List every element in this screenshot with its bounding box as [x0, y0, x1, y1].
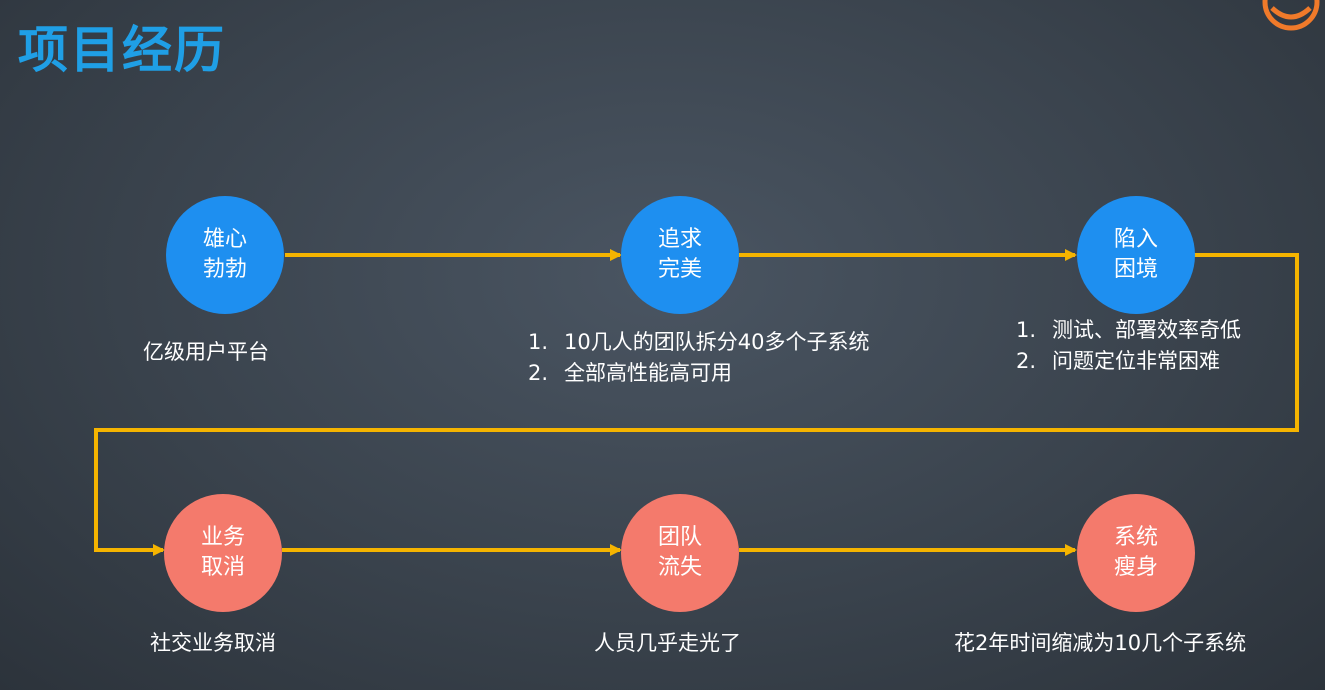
stage-node-perfection: 追求 完美	[621, 196, 739, 314]
list-text: 10几人的团队拆分40多个子系统	[564, 330, 870, 354]
list-text: 问题定位非常困难	[1052, 349, 1220, 373]
list-text: 全部高性能高可用	[564, 361, 732, 385]
caption-list-item: 1. 测试、部署效率奇低	[1016, 315, 1241, 346]
stage-node-label: 团队	[657, 525, 702, 550]
list-number: 1.	[1016, 318, 1037, 342]
stage-caption-slimming: 花2年时间缩减为10几个子系统	[954, 631, 1247, 655]
stage-caption-business-cancelled: 社交业务取消	[150, 631, 276, 655]
stage-node-label: 困境	[1113, 257, 1158, 282]
stage-node-business-cancelled: 业务 取消	[164, 494, 282, 612]
page-title: 项目经历	[18, 21, 226, 79]
stage-node-team-loss: 团队 流失	[621, 494, 739, 612]
connector-3-4	[94, 253, 1299, 556]
stage-node-label: 业务	[200, 525, 245, 550]
list-number: 2.	[1016, 349, 1037, 373]
stage-node-label: 陷入	[1113, 227, 1158, 252]
caption-list-item: 1. 10几人的团队拆分40多个子系统	[528, 327, 869, 358]
stage-node-label: 雄心	[202, 227, 247, 252]
stage-node-label: 系统	[1113, 525, 1158, 550]
stage-node-trouble: 陷入 困境	[1077, 196, 1195, 314]
stage-node-label: 勃勃	[202, 257, 247, 282]
stage-node-label: 完美	[657, 257, 702, 282]
stage-caption-perfection: 1. 10几人的团队拆分40多个子系统 2. 全部高性能高可用	[528, 327, 869, 389]
caption-list-item: 2. 全部高性能高可用	[528, 358, 869, 389]
stage-caption-trouble: 1. 测试、部署效率奇低 2. 问题定位非常困难	[1016, 315, 1241, 377]
stage-node-ambition: 雄心 勃勃	[166, 196, 284, 314]
stage-caption-team-loss: 人员几乎走光了	[594, 631, 741, 655]
stage-caption-ambition: 亿级用户平台	[143, 340, 269, 364]
stage-node-label: 追求	[657, 227, 702, 252]
list-text: 测试、部署效率奇低	[1052, 318, 1241, 342]
stage-node-label: 流失	[657, 555, 702, 580]
brand-logo-icon	[1262, 0, 1320, 31]
list-number: 1.	[528, 330, 549, 354]
stage-node-label: 瘦身	[1113, 555, 1158, 580]
list-number: 2.	[528, 361, 549, 385]
caption-list-item: 2. 问题定位非常困难	[1016, 346, 1241, 377]
stage-node-label: 取消	[200, 555, 245, 580]
stage-node-slimming: 系统 瘦身	[1077, 494, 1195, 612]
